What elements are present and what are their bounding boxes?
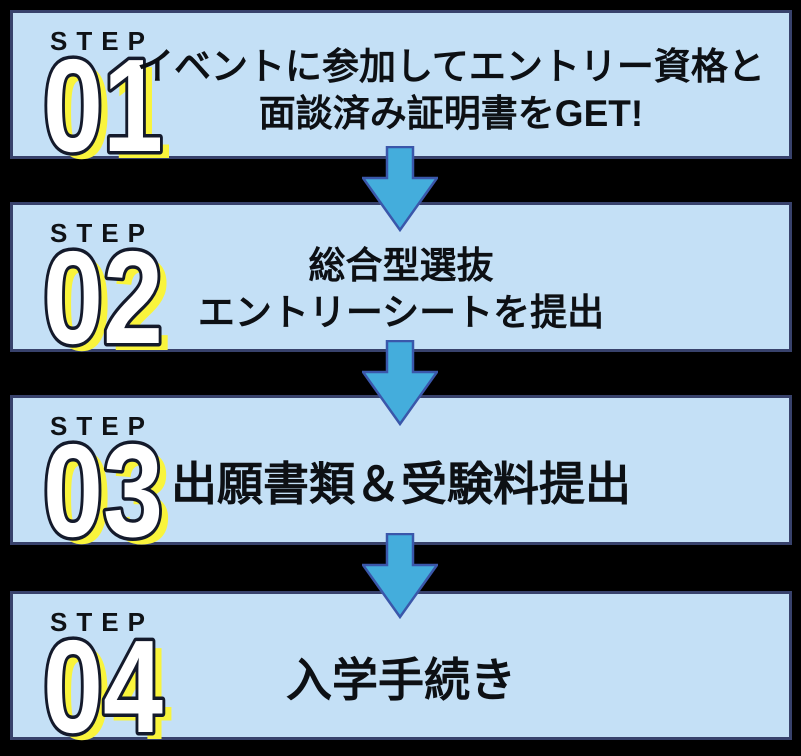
step-number: 02 <box>43 224 163 371</box>
step-number-shadow: 02 <box>52 231 172 378</box>
step-description: 入学手続き <box>13 594 789 737</box>
step-number: 03 <box>43 417 163 564</box>
step-text-line: 総合型選抜 <box>308 245 494 286</box>
step-text-line: 入学手続き <box>286 653 516 706</box>
step-number-shadow: 01 <box>52 39 172 186</box>
step-number-graphic: 04 04 <box>40 610 173 756</box>
step-description: イベントに参加してエントリー資格と 面談済み証明書をGET! <box>13 13 789 156</box>
step-panel-3: STEP 03 03 出願書類＆受験料提出 <box>10 395 792 571</box>
step-label: STEP <box>50 26 154 56</box>
step-text-line: イベントに参加してエントリー資格と <box>137 45 765 87</box>
step-text-line: 面談済み証明書をGET! <box>258 92 644 134</box>
arrow-down-icon <box>362 533 438 619</box>
step-label: STEP <box>50 411 154 441</box>
step-panel-4: STEP 04 04 入学手続き <box>10 591 792 756</box>
step-description: 出願書類＆受験料提出 <box>13 398 789 542</box>
step-label: STEP <box>50 607 154 637</box>
step-description: 総合型選抜 エントリーシートを提出 <box>13 205 789 349</box>
step-text-line: 出願書類＆受験料提出 <box>171 458 631 510</box>
step-number-shadow: 04 <box>52 620 172 756</box>
step-text-line: エントリーシートを提出 <box>197 292 605 333</box>
step-number: 04 <box>43 613 163 756</box>
arrow-down-icon <box>362 146 438 232</box>
step-label: STEP <box>50 218 154 248</box>
step-number-graphic: 03 03 <box>40 414 173 572</box>
step-panel-1: STEP 01 01 イベントに参加してエントリー資格と 面談済み証明書をGET… <box>10 10 792 186</box>
step-number: 01 <box>43 32 163 179</box>
step-number-graphic: 02 02 <box>40 221 173 379</box>
step-number-graphic: 01 01 <box>40 29 173 187</box>
arrow-down-icon <box>362 340 438 426</box>
step-number-shadow: 03 <box>52 424 172 571</box>
